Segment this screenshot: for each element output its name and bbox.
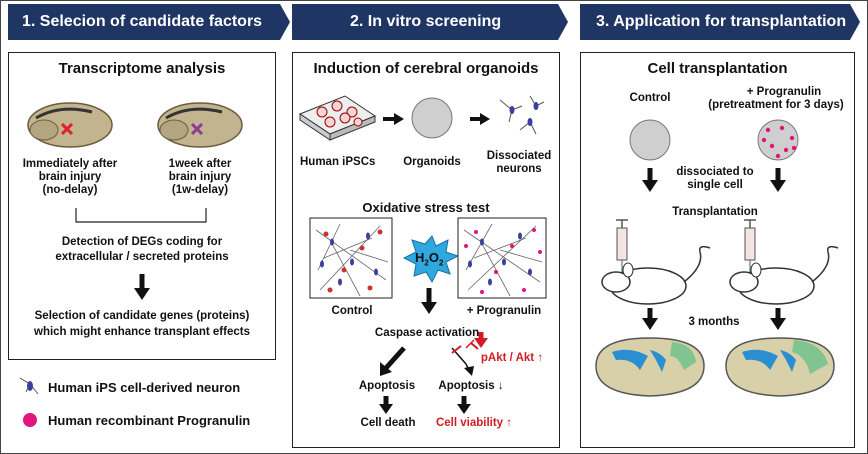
apoptosis-right-label: Apoptosis ↓: [438, 380, 504, 392]
selection-text-2: which might enhance transplant effects: [34, 326, 250, 338]
legend-progranulin-label: Human recombinant Progranulin: [48, 413, 251, 428]
mouse-control-icon: [601, 219, 711, 305]
apoptosis-left-label: Apoptosis: [358, 380, 416, 392]
brain-section-progranulin: [725, 337, 835, 397]
1w-delay-caption-1: 1week after: [168, 158, 232, 170]
pakt-label: pAkt / Akt ↑: [480, 352, 544, 364]
dissociated-neurons-icon: [499, 95, 545, 135]
h2o2-burst: [402, 235, 460, 284]
dissociated-label-1: Dissociated: [486, 150, 552, 162]
dissociated-label-2: neurons: [496, 163, 542, 175]
organoids-label: Organoids: [403, 156, 461, 168]
no-delay-caption-3: (no-delay): [42, 184, 98, 196]
progranulin-neurons: [463, 223, 543, 297]
pretreatment-label: (pretreatment for 3 days): [708, 99, 844, 111]
h2o2-label: H2O2: [415, 250, 444, 268]
three-months-label: 3 months: [688, 316, 740, 328]
organoid-icon: [411, 97, 453, 139]
progranulin-legend-icon: [23, 413, 37, 427]
no-delay-caption-1: Immediately after: [22, 158, 118, 170]
oxidative-stress-heading: Oxidative stress test: [362, 200, 490, 215]
deg-text-2: extracellular / secreted proteins: [55, 251, 229, 263]
brain-icon-no-delay: [27, 102, 113, 148]
banner-step3: 3. Application for transplantation: [596, 13, 847, 30]
no-delay-caption-2: brain injury: [38, 171, 102, 183]
banner-step2: 2. In vitro screening: [350, 13, 502, 30]
deg-text-1: Detection of DEGs coding for: [61, 236, 223, 248]
banner-step1: 1. Selecion of candidate factors: [22, 13, 263, 30]
control-label-3: Control: [629, 92, 671, 104]
bracket-line: [75, 208, 207, 223]
plate-icon: [298, 95, 377, 141]
mouse-progranulin-icon: [729, 219, 839, 305]
cell-viability-label: Cell viability ↑: [435, 417, 513, 429]
1w-delay-caption-2: brain injury: [168, 171, 232, 183]
brain-section-control: [595, 337, 705, 397]
dissociated-single-2: single cell: [687, 179, 743, 191]
legend-neuron-label: Human iPS cell-derived neuron: [48, 380, 241, 395]
brain-icon-1w-delay: [157, 102, 243, 148]
neuron-legend-icon: [19, 377, 39, 395]
ipsc-label: Human iPSCs: [300, 156, 376, 168]
transcriptome-heading: Transcriptome analysis: [58, 60, 226, 77]
caspase-label: Caspase activation: [374, 327, 480, 339]
panel-transcriptome: [8, 52, 276, 360]
cell-death-label: Cell death: [360, 417, 416, 429]
control-organoid-icon: [629, 119, 671, 161]
plus-progranulin-label: + Progranulin: [466, 305, 542, 317]
selection-text-1: Selection of candidate genes (proteins): [34, 310, 250, 322]
dissociated-single-1: dissociated to: [676, 166, 754, 178]
progranulin-label-3: + Progranulin: [746, 86, 822, 98]
cell-transplantation-heading: Cell transplantation: [647, 60, 788, 77]
1w-delay-caption-3: (1w-delay): [171, 184, 229, 196]
progranulin-organoid-icon: [757, 119, 799, 161]
organoid-heading: Induction of cerebral organoids: [313, 60, 539, 77]
control-label: Control: [331, 305, 373, 317]
transplantation-label: Transplantation: [672, 206, 758, 218]
